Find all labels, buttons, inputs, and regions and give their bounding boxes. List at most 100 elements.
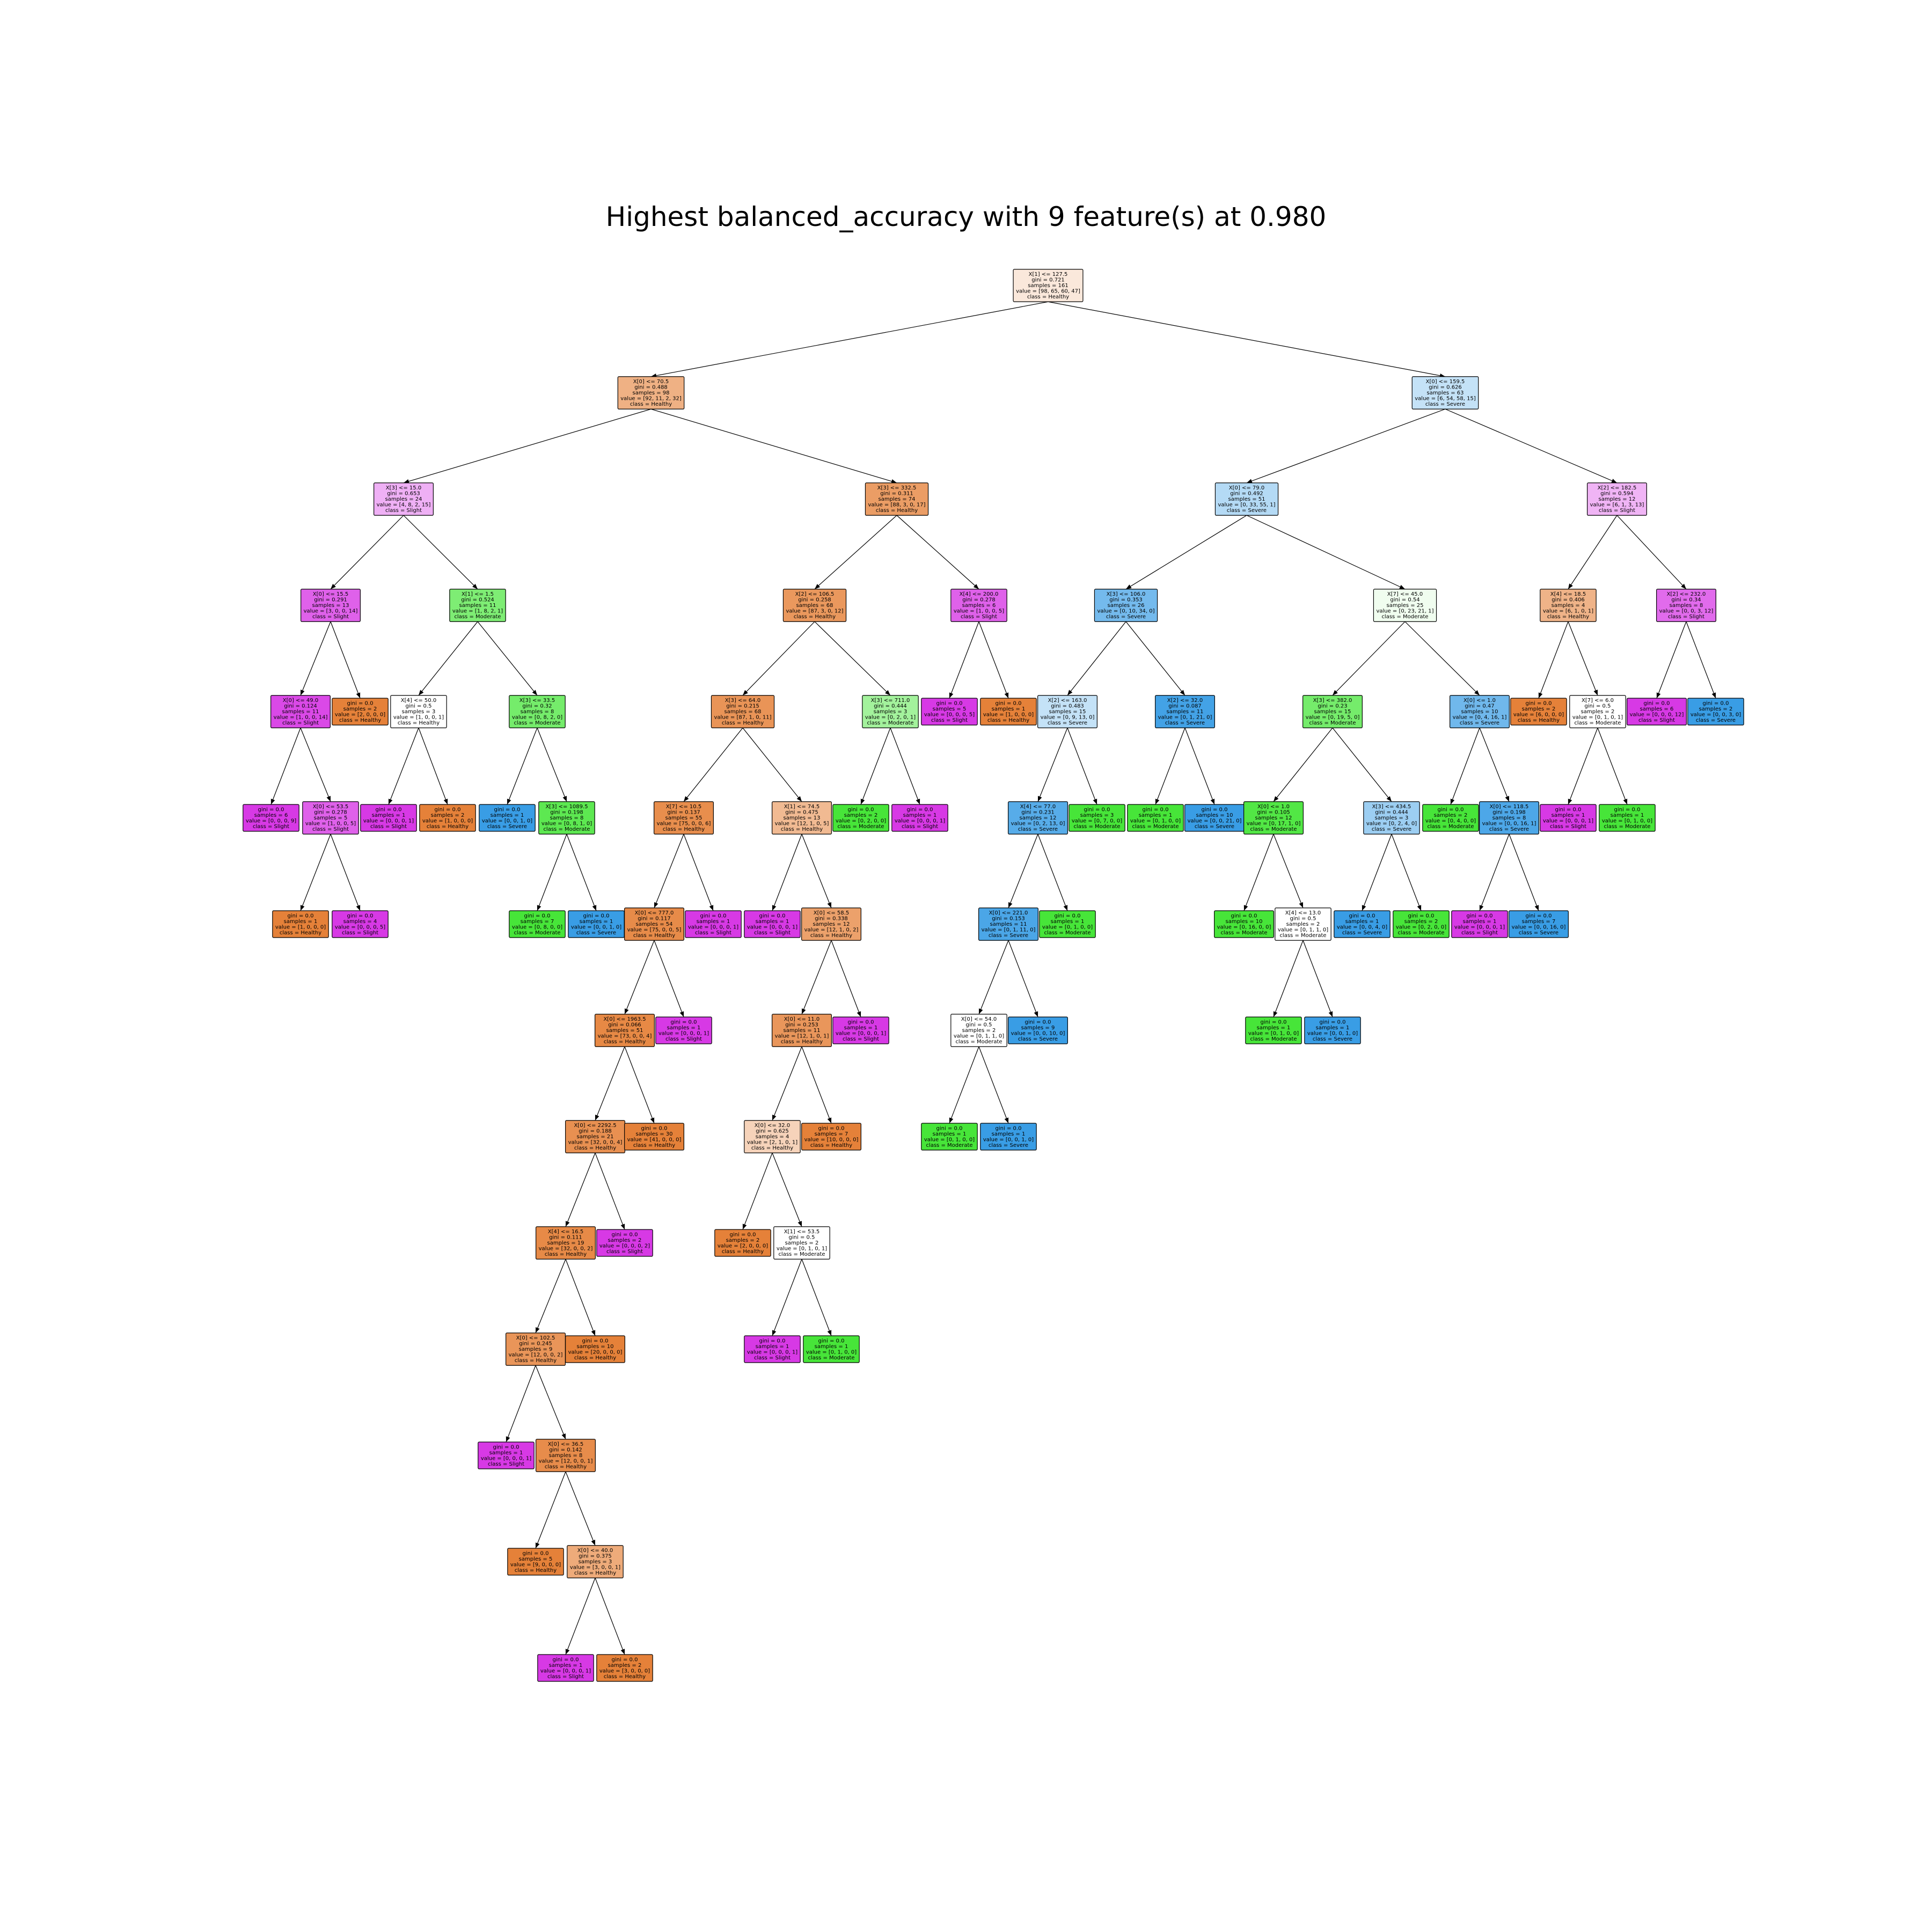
tree-edge [565, 1472, 596, 1546]
tree-node-line: samples = 21 [576, 1134, 613, 1140]
tree-edge-arrowhead [1479, 905, 1484, 911]
tree-edge-arrowhead [1656, 692, 1661, 698]
tree-node-box [921, 698, 978, 726]
tree-node-box [1302, 695, 1363, 728]
tree-node-line: class = Moderate [837, 824, 884, 830]
tree-node-box [596, 1229, 653, 1257]
tree-node-line: value = [1, 0, 0, 0] [275, 924, 326, 930]
tree-node-line: value = [92, 11, 2, 32] [620, 396, 682, 402]
tree-edge [330, 834, 361, 911]
tree-node-line: value = [20, 0, 0, 0] [568, 1349, 623, 1355]
tree-node-line: gini = 0.475 [785, 810, 818, 816]
tree-node-box [478, 1441, 535, 1469]
tree-edge [537, 728, 567, 802]
tree-edge-arrowhead [1399, 584, 1405, 589]
tree-node-box [744, 1120, 801, 1153]
tree-edge [1686, 621, 1716, 699]
tree-node-box [272, 910, 329, 938]
tree-edge [1067, 728, 1097, 805]
tree-node-line: gini = 0.444 [874, 704, 907, 709]
tree-node-line: class = Slight [1550, 824, 1586, 830]
tree-node-line: class = Severe [1048, 720, 1087, 726]
tree-node-line: value = [0, 2, 4, 0] [1366, 821, 1417, 827]
tree-node-box [332, 910, 389, 938]
tree-node-line: samples = 1 [1611, 813, 1644, 818]
tree-node-line: samples = 13 [312, 603, 349, 609]
tree-edge [595, 1046, 625, 1121]
tree-edge [801, 1259, 832, 1336]
tree-node-box [1540, 589, 1597, 622]
tree-node-line: samples = 5 [933, 706, 967, 712]
tree-node-line: samples = 2 [343, 706, 377, 712]
tree-node-line: gini = 0.5 [789, 1235, 815, 1241]
tree-node-line: value = [0, 1, 1, 0] [954, 1034, 1004, 1040]
tree-node-box [509, 695, 566, 728]
tree-edge [330, 515, 404, 590]
tree-edge-arrowhead [443, 799, 448, 804]
tree-node-line: value = [0, 2, 0, 1] [865, 715, 916, 721]
tree-node-line: value = [1, 0, 0, 0] [422, 818, 473, 824]
tree-node-line: value = [0, 0, 4, 0] [1337, 924, 1387, 930]
tree-edge-arrowhead [797, 1220, 802, 1227]
tree-edge [535, 1472, 566, 1549]
tree-edge-arrowhead [1004, 692, 1009, 698]
tree-node-line: value = [32, 0, 0, 2] [539, 1246, 593, 1252]
tree-edge [507, 728, 538, 805]
tree-edge [300, 621, 331, 696]
tree-edge [330, 621, 361, 699]
tree-node-box [270, 695, 331, 728]
tree-node-line: gini = 0.0 [376, 807, 402, 813]
tree-edge-arrowhead [507, 799, 511, 804]
tree-edge [1243, 834, 1274, 911]
tree-node-line: samples = 161 [1028, 283, 1068, 289]
tree-node-line: X[3] <= 64.0 [725, 698, 760, 704]
tree-node-line: samples = 6 [254, 813, 288, 818]
tree-node-line: X[0] <= 118.5 [1490, 804, 1529, 810]
tree-node-box [449, 589, 506, 622]
tree-edge-arrowhead [1273, 1011, 1278, 1017]
tree-node-line: samples = 2 [1404, 919, 1438, 925]
tree-node-line: gini = 0.0 [583, 913, 610, 919]
tree-node-line: gini = 0.0 [936, 1125, 963, 1131]
tree-edge-arrowhead [1180, 690, 1185, 696]
tree-node-line: class = Severe [1018, 1036, 1058, 1042]
tree-node-line: X[3] <= 15.0 [386, 485, 421, 491]
tree-node-line: samples = 11 [282, 709, 319, 715]
tree-node-line: samples = 5 [314, 815, 348, 821]
tree-node-line: samples = 1 [372, 813, 406, 818]
tree-node-line: gini = 0.0 [1438, 807, 1464, 813]
tree-node-line: value = [0, 19, 5, 0] [1306, 715, 1360, 721]
tree-node-line: class = Severe [1460, 720, 1499, 726]
tree-node-line: class = Healthy [545, 1252, 587, 1257]
tree-edge [978, 940, 1009, 1014]
tree-node-line: X[0] <= 54.0 [961, 1016, 997, 1022]
tree-node-line: X[0] <= 70.5 [633, 379, 669, 385]
tree-node-line: X[7] <= 45.0 [1387, 591, 1423, 597]
tree-node-line: value = [0, 0, 3, 0] [1690, 712, 1741, 718]
tree-edge [1404, 621, 1480, 696]
tree-node-line: value = [0, 8, 2, 0] [512, 715, 562, 721]
tree-edge [403, 408, 652, 484]
tree-node-line: samples = 4 [343, 919, 377, 925]
tree-node-line: class = Healthy [398, 720, 440, 726]
tree-node-line: gini = 0.0 [848, 1019, 874, 1025]
tree-node-line: class = Moderate [543, 826, 590, 832]
tree-node-line: gini = 0.0 [1644, 700, 1670, 706]
tree-edge [772, 1259, 802, 1336]
tree-node-line: gini = 0.0 [1467, 913, 1493, 919]
tree-node-line: gini = 0.375 [579, 1554, 612, 1560]
tree-edge-arrowhead [1034, 1011, 1038, 1017]
tree-node-line: class = Severe [1342, 930, 1382, 936]
tree-node-line: value = [6, 54, 58, 15] [1415, 396, 1476, 402]
tree-edge [566, 834, 597, 911]
tree-node-line: value = [0, 1, 0, 0] [1042, 924, 1093, 930]
